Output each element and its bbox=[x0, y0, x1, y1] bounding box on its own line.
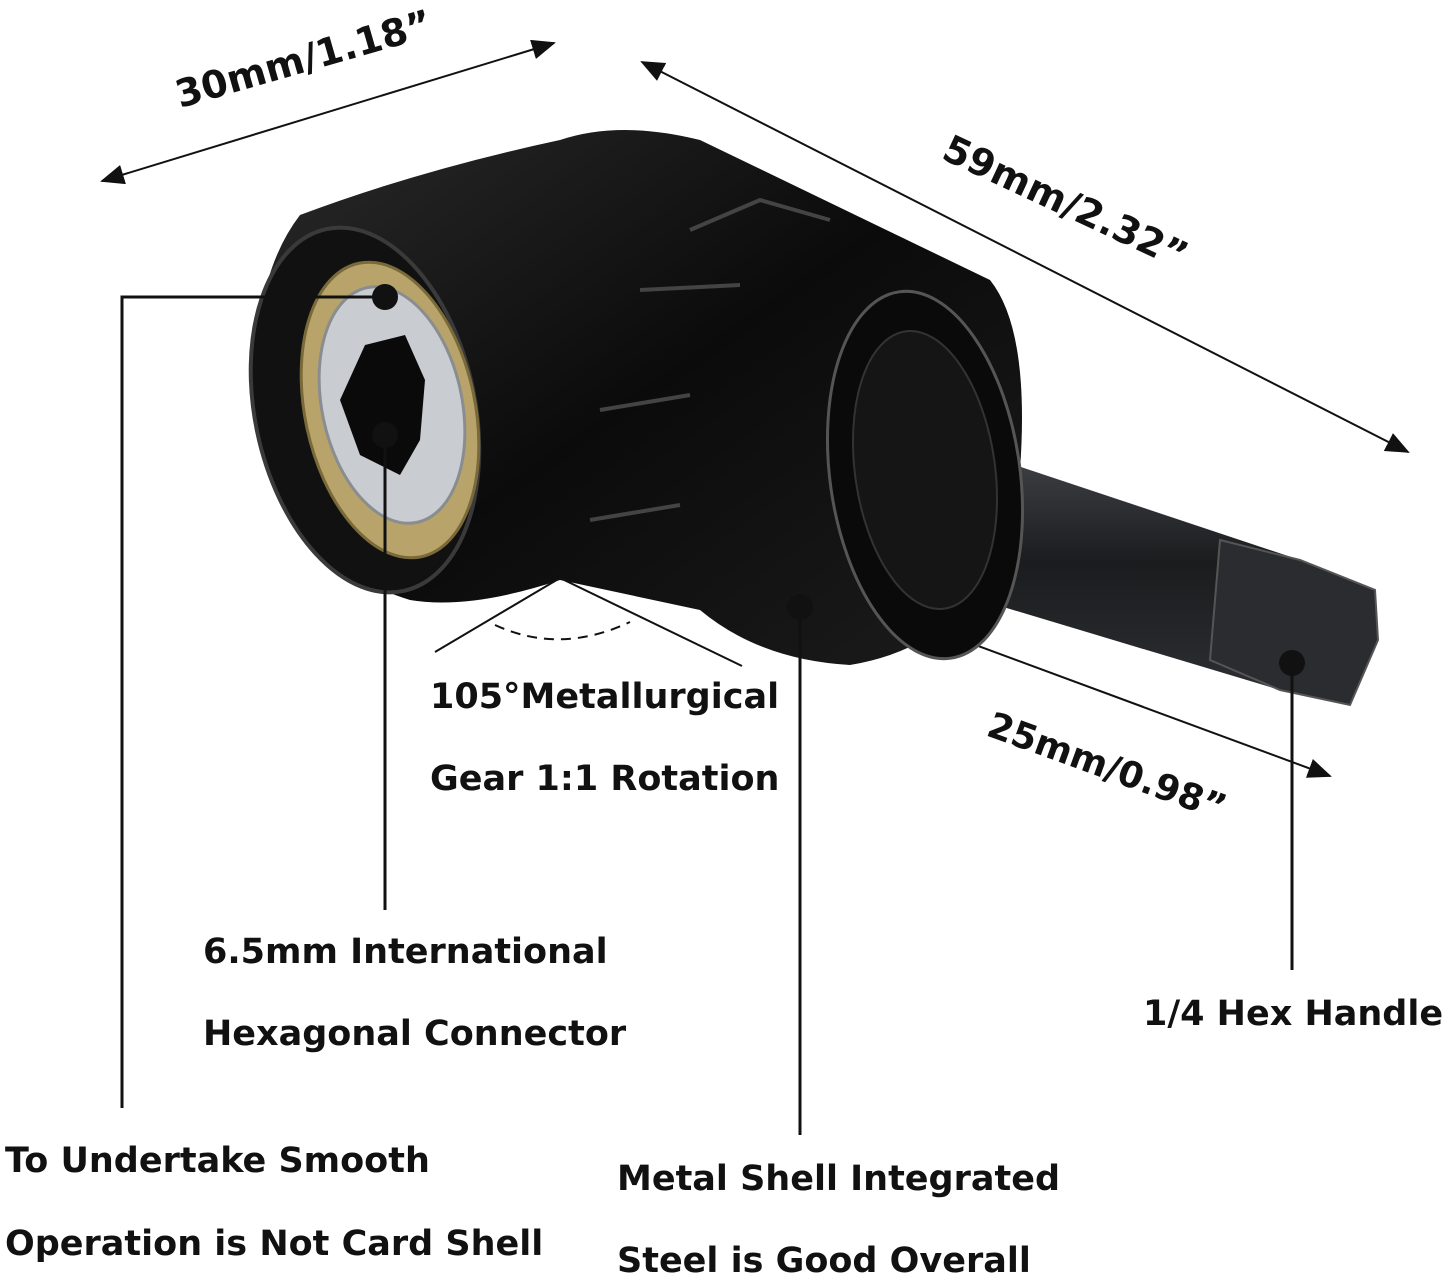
shell-leader-dot bbox=[787, 594, 813, 620]
connector-callout-line1: 6.5mm International bbox=[203, 932, 608, 972]
hex-socket-hole bbox=[340, 335, 425, 475]
handle-leader-dot bbox=[1279, 650, 1305, 676]
angle-adapter-illustration bbox=[248, 130, 1380, 707]
shell-callout-line1: Metal Shell Integrated bbox=[617, 1159, 1060, 1199]
smooth-leader-line bbox=[120, 295, 385, 1108]
smooth-callout-line1: To Undertake Smooth bbox=[5, 1141, 430, 1181]
smooth-callout-line2: Operation is Not Card Shell bbox=[5, 1224, 543, 1264]
handle-callout: 1/4 Hex Handle bbox=[1143, 994, 1443, 1034]
width-dimension-arrow bbox=[100, 39, 556, 185]
smooth-leader-dot bbox=[372, 284, 398, 310]
length-dimension-arrow bbox=[640, 61, 1410, 453]
connector-leader-dot bbox=[372, 422, 398, 448]
connector-callout-line2: Hexagonal Connector bbox=[203, 1014, 627, 1054]
angle-arc bbox=[494, 621, 631, 641]
shell-callout-line2: Steel is Good Overall bbox=[617, 1241, 1031, 1276]
shank-dimension-label: 25mm/0.98” bbox=[982, 705, 1232, 829]
angle-indicator-lines bbox=[434, 576, 743, 667]
gear-callout-line2: Gear 1:1 Rotation bbox=[430, 759, 779, 799]
shank-dimension-arrow bbox=[933, 628, 1332, 778]
gear-callout-line1: 105°Metallurgical bbox=[430, 677, 779, 717]
width-dimension-label: 30mm/1.18” bbox=[170, 1, 437, 116]
length-dimension-label: 59mm/2.32” bbox=[936, 126, 1194, 278]
